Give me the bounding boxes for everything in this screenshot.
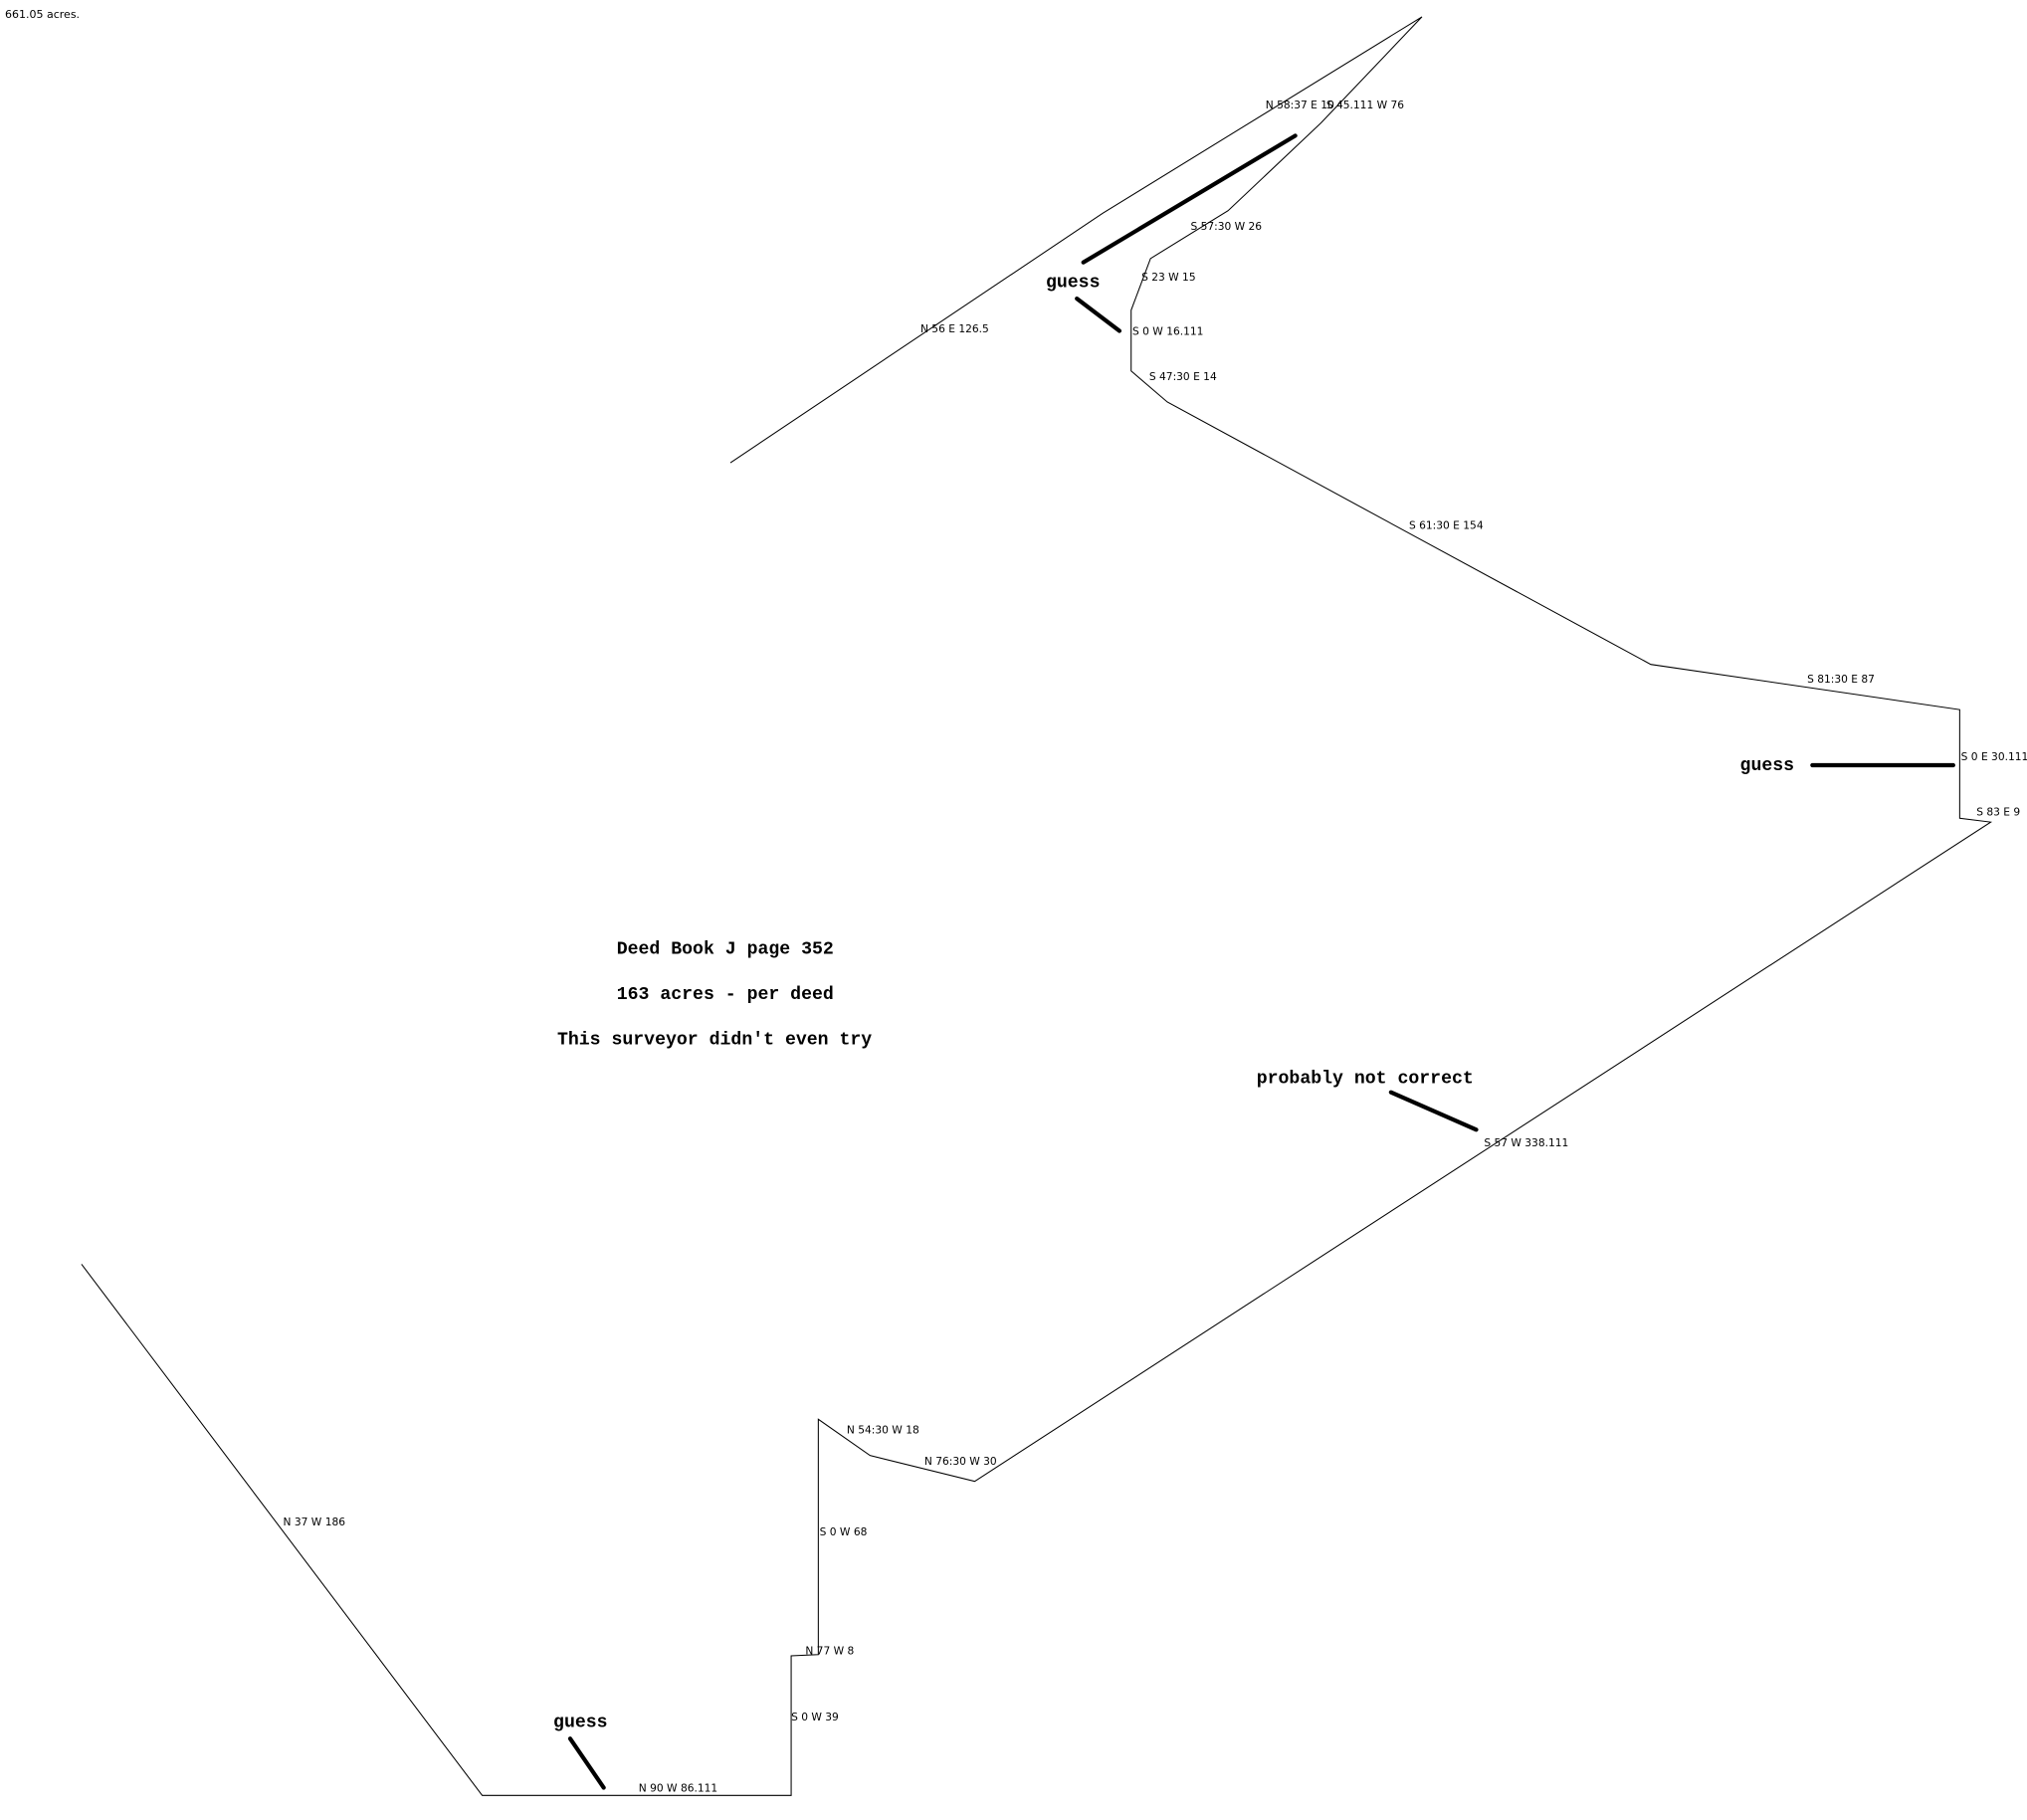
deed-title: Deed Book J page 352 (617, 940, 834, 960)
call-label: N 54:30 W 18 (847, 1424, 919, 1437)
call-label: N 37 W 186 (284, 1516, 346, 1528)
area-readout: 661.05 acres. (5, 8, 81, 21)
call-label: S 0 E 30.111 (1961, 750, 2027, 763)
call-label: S 57:30 W 26 (1190, 220, 1262, 233)
call-label: S 0 W 39 (791, 1711, 839, 1723)
guess-pointer (1081, 133, 1298, 265)
call-label: N 90 W 86.111 (639, 1781, 717, 1794)
probably-pointer (1388, 1090, 1479, 1132)
guess-note: guess (553, 1713, 608, 1732)
call-label: S 23 W 15 (1141, 271, 1196, 284)
boundary-line (81, 16, 1993, 1796)
probably-note: probably not correct (1257, 1070, 1474, 1090)
guess-pointer (1075, 296, 1122, 333)
call-label: N 76:30 W 30 (924, 1455, 997, 1468)
call-label: S 81:30 E 87 (1807, 673, 1875, 686)
surveyor-comment: This surveyor didn't even try (557, 1031, 872, 1051)
call-label: S 61:30 E 154 (1409, 518, 1484, 531)
call-label: S 47:30 E 14 (1149, 370, 1217, 383)
guess-pointer (567, 1736, 606, 1790)
call-label: S 83 E 9 (1976, 806, 2020, 819)
guess-note: guess (1046, 273, 1101, 293)
deed-acres: 163 acres - per deed (617, 985, 834, 1005)
call-label: S 0 W 16.111 (1132, 324, 1203, 337)
call-label: N 58:37 E 10 (1266, 99, 1334, 111)
call-label: S 57 W 338.111 (1484, 1136, 1568, 1149)
guess-note: guess (1740, 756, 1795, 776)
call-label: S 0 W 68 (820, 1525, 868, 1538)
call-label: N 56 E 126.5 (920, 322, 989, 335)
call-label: S 45.111 W 76 (1326, 99, 1404, 111)
call-label: N 77 W 8 (805, 1645, 854, 1658)
